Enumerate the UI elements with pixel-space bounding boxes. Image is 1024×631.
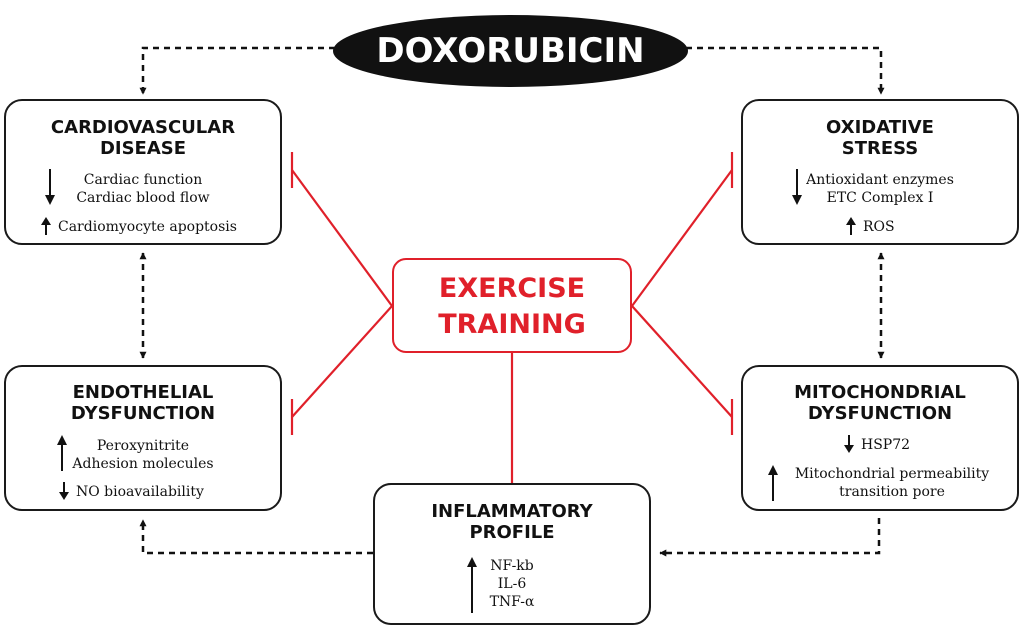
inhibit-mitochondrial-line — [631, 305, 733, 418]
cardiac-blood-flow-text: Cardiac blood flow — [76, 190, 210, 206]
arrow-down-icon — [45, 169, 55, 205]
inhibit-cardiovascular-line — [291, 169, 393, 307]
training-label: TRAINING — [438, 309, 586, 340]
arrow-up-icon — [57, 435, 67, 471]
arrow-down-icon — [59, 482, 69, 500]
mitochondrial-permeability-text: Mitochondrial permeability — [794, 466, 990, 482]
arrow-up-icon — [846, 217, 856, 235]
arrow-up-icon — [41, 217, 51, 235]
tnf-alpha-text: TNF-α — [489, 594, 535, 610]
mitochondrial-to-inflammatory-arrow — [659, 518, 881, 557]
inhibit-oxidative-line — [631, 169, 733, 307]
etc-complex-text: ETC Complex I — [826, 190, 934, 206]
antioxidant-enzymes-text: Antioxidant enzymes — [806, 172, 954, 188]
doxorubicin-to-oxidative-arrow — [686, 46, 885, 95]
no-bioavailability-text: NO bioavailability — [76, 484, 204, 500]
ros-text: ROS — [863, 219, 895, 235]
hsp72-text: HSP72 — [861, 437, 911, 453]
nf-kb-text: NF-kb — [490, 558, 534, 574]
doxorubicin-label: DOXORUBICIN — [376, 31, 645, 71]
inflammatory-to-endothelial-arrow — [139, 519, 373, 555]
arrow-up-icon — [768, 465, 778, 501]
cardiomyocyte-apoptosis-text: Cardiomyocyte apoptosis — [58, 219, 237, 235]
il-6-text: IL-6 — [497, 576, 527, 592]
exercise-training-node: EXERCISE TRAINING — [392, 258, 632, 353]
arrow-up-icon — [467, 557, 477, 613]
cardiac-function-text: Cardiac function — [83, 172, 203, 188]
adhesion-molecules-text: Adhesion molecules — [72, 456, 214, 472]
exercise-label: EXERCISE — [438, 273, 586, 304]
arrow-down-icon — [844, 435, 854, 453]
transition-pore-text: transition pore — [839, 484, 945, 500]
inhibit-endothelial-line — [291, 305, 393, 418]
doxorubicin-node: DOXORUBICIN — [333, 15, 688, 87]
arrow-down-icon — [792, 169, 802, 205]
peroxynitrite-text: Peroxynitrite — [96, 438, 190, 454]
doxorubicin-to-cardiovascular-arrow — [139, 46, 335, 95]
